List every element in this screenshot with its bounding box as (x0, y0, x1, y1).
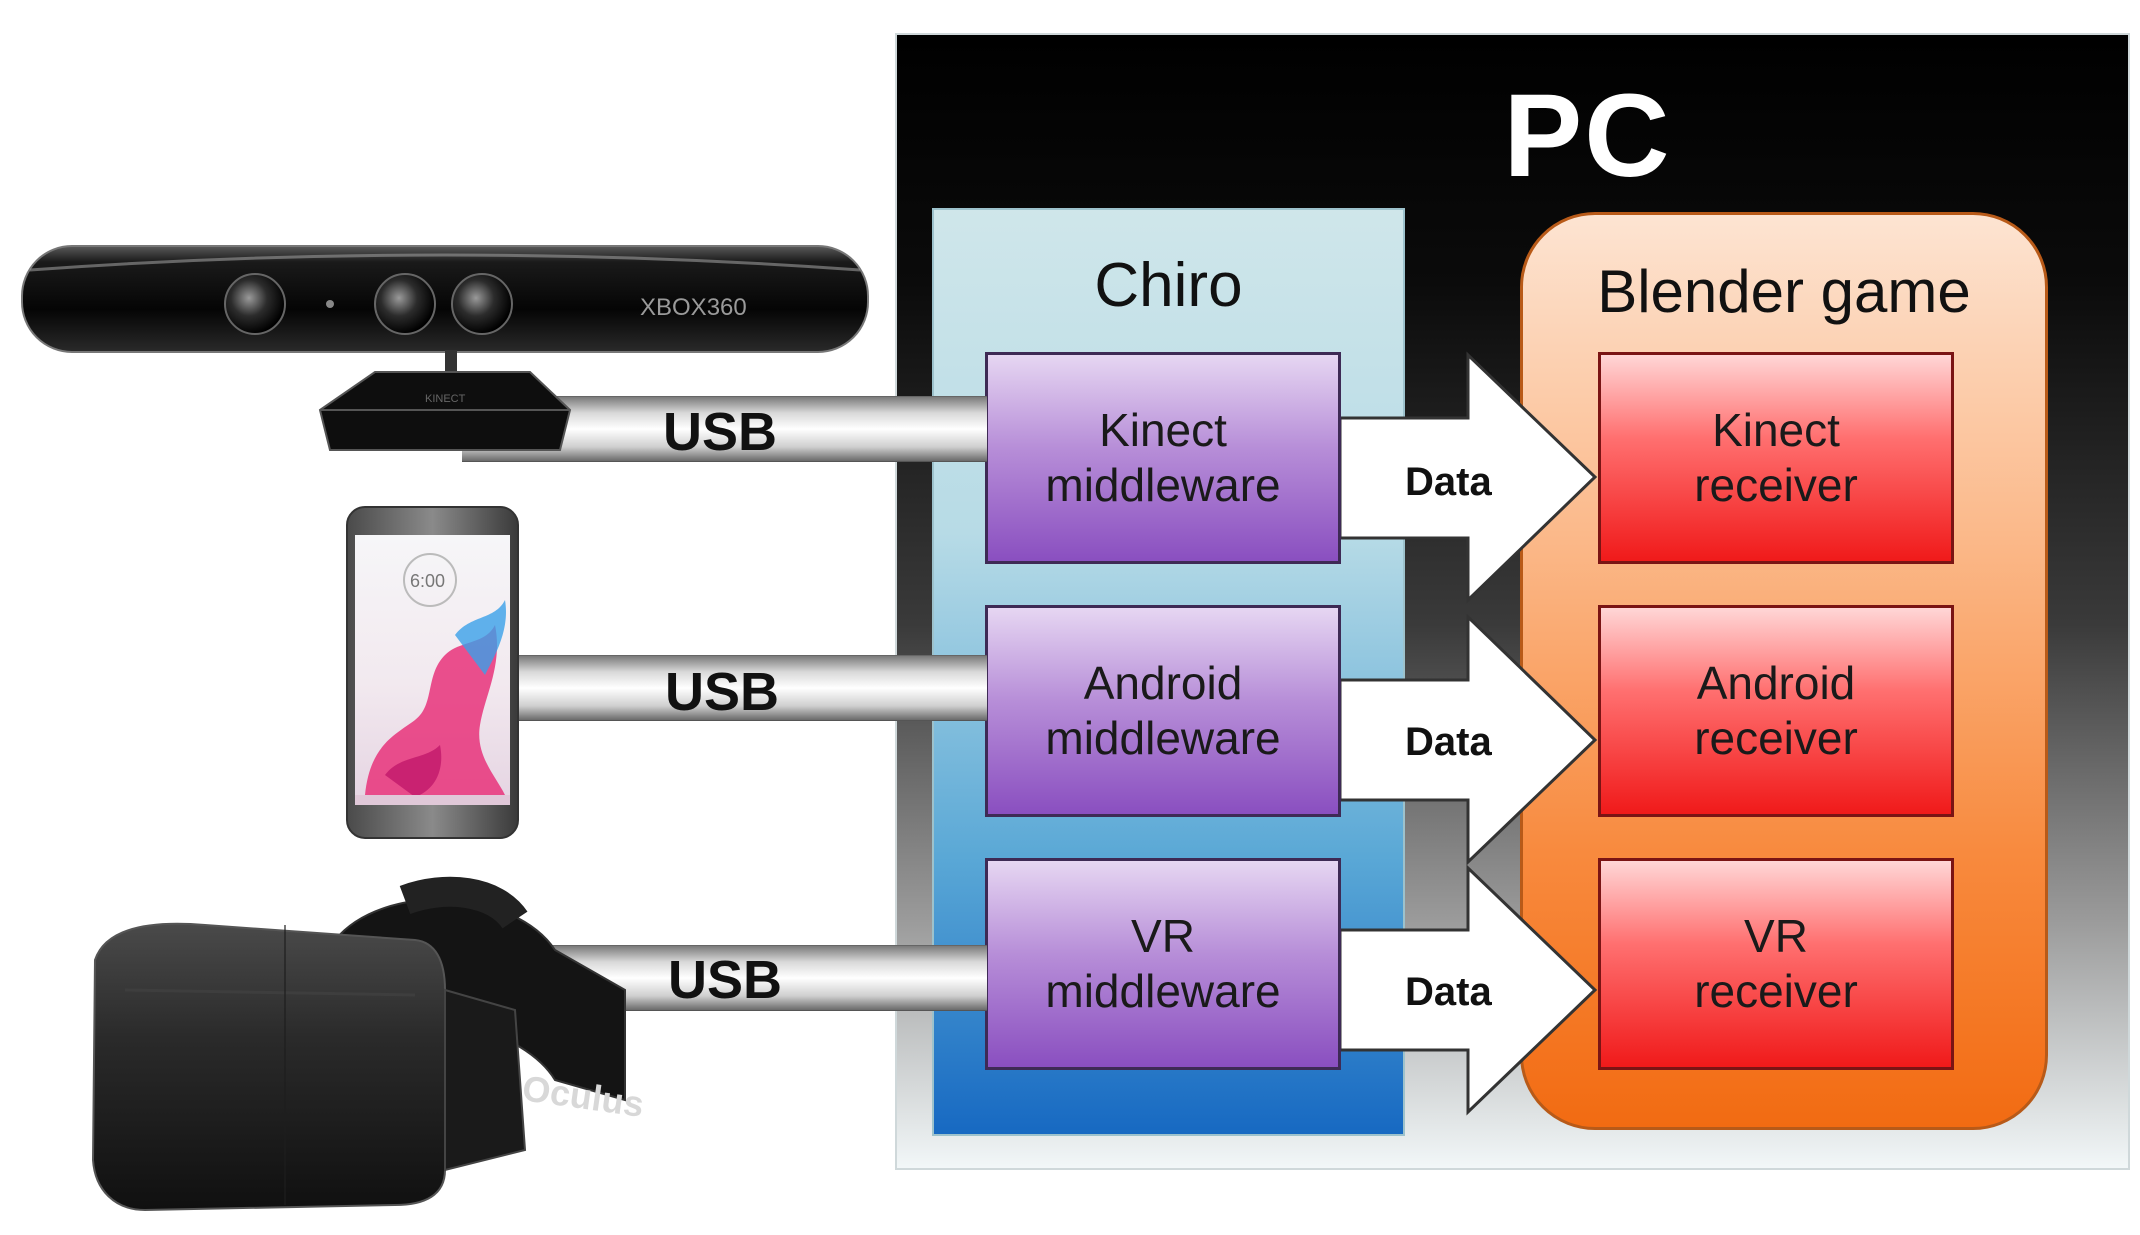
data-label-3: Data (1405, 970, 1492, 1014)
kinect-sensor-icon: XBOX360 KINECT (21, 245, 869, 451)
phone-clock-text: 6:00 (410, 571, 445, 591)
kinect-stand-text: KINECT (425, 393, 466, 405)
receiver-label-line2: receiver (1694, 459, 1858, 511)
middleware-label-line2: middleware (1045, 712, 1281, 764)
android-usb-cable (515, 655, 987, 721)
blender-game-title: Blender game (1597, 258, 1971, 325)
middleware-label-line2: middleware (1045, 965, 1281, 1017)
usb-label-2: USB (665, 662, 780, 722)
middleware-label-line1: Android (1083, 656, 1243, 709)
data-arrow-2 (1338, 613, 1598, 866)
usb-label-3: USB (668, 950, 783, 1010)
data-arrows (1338, 351, 1598, 1116)
usb-label-1: USB (663, 402, 778, 462)
receiver-label-line1: Android (1696, 656, 1856, 709)
receiver-label-line1: Kinect (1712, 403, 1840, 456)
receiver-label-line2: receiver (1694, 712, 1858, 764)
receiver-label-line2: receiver (1694, 965, 1858, 1017)
oculus-brand-text: Oculus (520, 1067, 647, 1125)
middleware-label-line2: middleware (1045, 459, 1281, 511)
kinect-brand-text: XBOX360 (640, 294, 747, 321)
data-label-1: Data (1405, 460, 1492, 504)
data-arrow-1 (1338, 351, 1598, 604)
middleware-label-line1: VR (1131, 909, 1195, 962)
pc-title: PC (1503, 70, 1672, 202)
oculus-headset-icon: Oculus (91, 876, 647, 1212)
data-label-2: Data (1405, 720, 1492, 764)
data-arrow-3 (1338, 864, 1598, 1116)
middleware-label-line1: Kinect (1099, 403, 1227, 456)
android-phone-icon: 6:00 (346, 506, 519, 839)
chiro-title: Chiro (1094, 251, 1243, 320)
receiver-label-line1: VR (1744, 909, 1808, 962)
